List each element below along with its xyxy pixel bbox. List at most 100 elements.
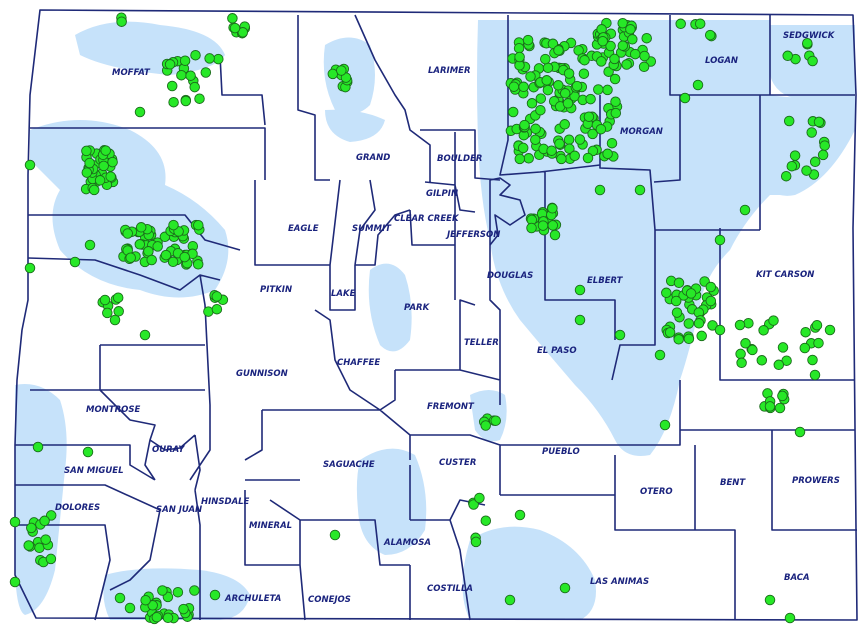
- well-marker: [617, 40, 629, 51]
- well-marker: [563, 134, 575, 145]
- well-marker: [81, 145, 92, 157]
- well-marker: [139, 329, 151, 341]
- well-marker: [807, 354, 818, 366]
- well-marker: [329, 529, 341, 541]
- well-marker: [673, 277, 685, 289]
- well-marker: [507, 106, 519, 118]
- well-marker: [673, 334, 684, 345]
- well-marker: [739, 204, 751, 216]
- well-marker: [714, 234, 726, 246]
- well-marker: [809, 156, 821, 168]
- well-marker: [606, 137, 618, 149]
- label-dolores: DOLORES: [55, 503, 100, 513]
- well-marker: [81, 167, 93, 178]
- well-marker: [564, 143, 575, 154]
- well-marker: [782, 50, 793, 62]
- well-marker: [229, 22, 241, 34]
- well-marker: [774, 402, 786, 414]
- well-marker: [587, 128, 598, 140]
- well-marker: [109, 314, 121, 326]
- well-marker: [519, 119, 530, 131]
- label-jefferson: JEFFERSON: [445, 230, 500, 240]
- well-marker: [625, 24, 636, 35]
- well-marker: [794, 426, 806, 438]
- label-logan: LOGAN: [705, 56, 738, 66]
- well-marker: [559, 88, 571, 99]
- well-marker: [802, 37, 813, 49]
- well-marker: [160, 249, 172, 261]
- label-boulder: BOULDER: [437, 154, 482, 164]
- well-marker: [26, 522, 37, 534]
- well-marker: [705, 295, 717, 307]
- well-marker: [23, 540, 34, 551]
- well-marker: [807, 55, 818, 67]
- well-marker: [105, 171, 116, 182]
- well-marker: [546, 145, 557, 156]
- basin-south-park: [368, 263, 412, 352]
- well-marker: [813, 337, 824, 349]
- well-marker: [639, 50, 650, 62]
- well-marker: [514, 509, 526, 521]
- well-marker: [82, 446, 94, 458]
- well-marker: [683, 318, 695, 329]
- well-marker: [595, 123, 607, 135]
- well-marker: [134, 106, 146, 118]
- well-marker: [562, 98, 574, 109]
- well-marker: [480, 515, 492, 526]
- county-labels: MOFFAT LARIMER LOGAN SEDGWICK GRAND BOUL…: [55, 31, 840, 605]
- well-marker: [583, 111, 595, 122]
- well-marker: [227, 13, 238, 24]
- county-boundaries: [14, 9, 858, 621]
- well-marker: [670, 295, 682, 307]
- well-marker: [661, 287, 672, 299]
- well-marker: [40, 534, 51, 545]
- well-marker: [9, 516, 21, 528]
- well-marker: [100, 145, 111, 156]
- well-marker: [740, 338, 751, 349]
- well-marker: [189, 81, 200, 93]
- label-pitkin: PITKIN: [260, 285, 292, 295]
- well-marker: [526, 222, 537, 234]
- well-marker: [179, 55, 191, 66]
- label-chaffee: CHAFFEE: [337, 358, 380, 368]
- well-marker: [517, 142, 529, 154]
- well-marker: [578, 68, 590, 79]
- well-marker: [107, 156, 118, 168]
- well-marker: [610, 107, 622, 119]
- well-marker: [151, 611, 163, 623]
- well-marker: [167, 256, 179, 268]
- well-marker: [585, 93, 596, 105]
- label-costilla: COSTILLA: [427, 584, 473, 594]
- label-archuleta: ARCHULETA: [224, 594, 281, 604]
- well-marker: [559, 582, 571, 594]
- well-marker: [773, 359, 785, 371]
- well-marker: [98, 160, 109, 172]
- label-lake: LAKE: [331, 289, 356, 299]
- well-marker: [574, 134, 586, 145]
- well-marker: [135, 222, 147, 233]
- well-marker: [480, 420, 491, 431]
- well-marker: [157, 585, 168, 596]
- label-clear-creek: CLEAR CREEK: [394, 214, 460, 224]
- well-marker: [587, 145, 599, 157]
- well-marker: [747, 344, 758, 356]
- well-marker: [535, 93, 547, 104]
- label-moffat: MOFFAT: [112, 68, 151, 78]
- well-marker: [596, 56, 607, 67]
- well-marker: [675, 18, 686, 30]
- well-marker: [152, 241, 163, 252]
- well-marker: [190, 49, 201, 61]
- well-marker: [164, 59, 176, 70]
- label-morgan: MORGAN: [620, 127, 663, 137]
- well-marker: [147, 600, 158, 611]
- well-marker: [125, 252, 136, 263]
- well-marker: [525, 71, 536, 82]
- well-marker: [780, 170, 792, 182]
- well-marker: [602, 148, 613, 160]
- label-fremont: FREMONT: [427, 402, 475, 412]
- label-ouray: OURAY: [152, 445, 185, 455]
- well-marker: [610, 96, 621, 107]
- label-baca: BACA: [784, 573, 810, 583]
- well-marker: [758, 325, 769, 336]
